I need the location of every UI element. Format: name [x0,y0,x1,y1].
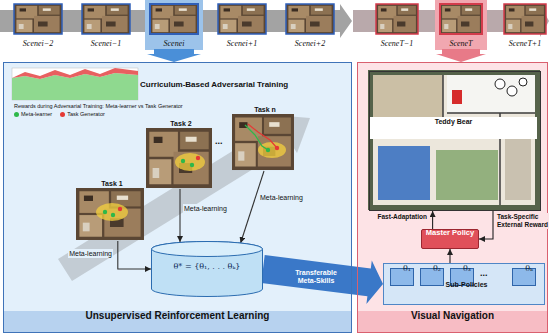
section-panel: Visual Navigation Teddy BearMaster Policy… [357,62,548,333]
panel-grounds [3,62,548,333]
node-text: Sub-Policies [389,280,544,302]
ellipsis-mark: ... [215,136,223,146]
scene-strip [0,0,549,50]
cylinder-body [152,242,263,297]
task-map: Task 1 [77,179,145,241]
scene-thumbnail: Scenei+2 [284,2,336,49]
navigation-map [368,70,540,210]
navigation-map: Teddy Bear [369,71,541,211]
sub-policy-group: Sub-Policiesθ₁ θ₂ θ₃ θₖ [383,263,545,305]
sub-policy-box: θₖ [512,268,536,286]
database-cylinder: θ* = {θ₁, . . . θₖ} [151,241,263,297]
task-map: Task n [233,105,295,171]
scene-thumbnail: Scenei+1 [216,2,268,49]
node-text: Task 2 [149,119,213,141]
legend-text: Meta-learner [21,111,52,118]
node-text: Unsupervised Reinforcement Learning [4,310,351,332]
task-map: Task 2 [147,119,213,189]
node-text: θ₂ [433,264,441,286]
block-arrow [261,255,383,304]
node-text: Scenei+2 [278,39,342,49]
annotation-text: Rewards during Adversarial Training: Met… [14,103,183,110]
edge-label: Task-Specific External Reward [496,213,549,229]
ellipsis-mark: ... [480,268,488,278]
scene-thumbnail: SceneT+1 [502,2,548,49]
node-text: θ₃ [463,264,471,286]
connector-line [118,241,151,269]
node-text: Scenei−2 [6,39,70,49]
node-text: θ₁ [403,264,411,286]
edge-label: Meta-learning [259,193,304,202]
node-text: Teddy Bear [370,117,537,139]
node-text: Scenei+1 [210,39,274,49]
node-text: Task 1 [79,179,145,201]
node-text: θ* = {θ₁, . . . θₖ} [174,262,241,284]
connector-line [449,249,450,263]
scene-thumbnail: Scenei−1 [80,2,132,49]
scene-thumbnail: SceneT−1 [374,2,420,49]
block-arrow [436,49,486,62]
node-text: Task n [235,105,295,127]
node-text: Visual Navigation [358,310,547,332]
edge-label: Meta-learning [68,249,113,258]
node-text: Scenei [142,39,206,49]
node-text: Master Policy [426,228,474,250]
edge-label: Meta-learning [183,204,228,213]
cylinder-top [152,242,263,257]
policy-box: Master Policy [421,229,479,249]
connector-line [479,211,493,239]
legend-text: Task Generator [67,111,105,118]
connector-line [432,211,433,229]
legend-swatch [14,112,19,117]
edge-label: Transferable Meta-Skills [287,269,345,285]
node-text: θₖ [525,264,533,286]
sub-policy-box: θ₂ [420,268,444,286]
connector-line [179,189,180,242]
task-maps [76,114,294,240]
scene-thumbnail: SceneT [438,2,484,49]
node-text: Scenei−1 [74,39,138,49]
scene-thumbnail: Scenei [148,2,200,49]
node-text: SceneT [432,39,490,49]
connector-line [241,171,264,243]
reward-chart [12,68,138,100]
legend-swatch [60,112,65,117]
node-text: SceneT−1 [368,39,426,49]
block-arrow [147,49,201,62]
annotation-text: Curriculum-Based Adversarial Training [140,80,288,90]
node-text: SceneT+1 [496,39,551,49]
sub-policy-box: θ₁ [390,268,414,286]
edge-label: Fast-Adaptation [377,213,428,221]
scene-thumbnail: Scenei−2 [12,2,64,49]
